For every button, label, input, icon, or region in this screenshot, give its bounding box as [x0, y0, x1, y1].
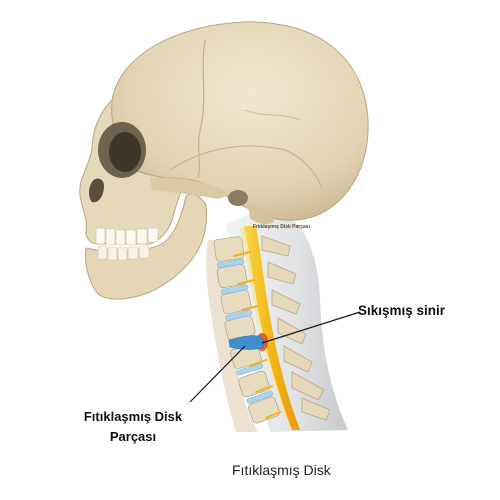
herniated-fragment-label: Fıtıklaşmış Disk Parçası — [58, 407, 208, 447]
skull-mandible — [85, 193, 208, 300]
zygomatic-arch — [150, 177, 227, 199]
spinal-cord — [244, 226, 300, 430]
vertebra-c2 — [213, 236, 245, 262]
figure-caption: Fıtıklaşmış Disk — [232, 462, 331, 478]
coronal-suture — [197, 39, 206, 179]
neck-front-tissue — [206, 240, 258, 432]
spinous-processes — [261, 235, 331, 421]
nasal-cavity — [89, 178, 104, 203]
ear-canal — [228, 190, 248, 206]
herniated-fragment-label-line1: Fıtıklaşmış Disk — [83, 409, 183, 424]
leader-line-nerve — [261, 311, 361, 344]
mastoid — [248, 205, 274, 225]
inset-label: Fıtıklaşmış Disk Parçası — [253, 224, 310, 230]
leader-line-fragment — [189, 345, 246, 403]
compressed-nerve-label: Sıkışmış sinir — [358, 303, 446, 318]
nerve-roots — [233, 251, 281, 419]
lower-teeth — [97, 245, 150, 261]
upper-teeth — [95, 227, 159, 246]
intervertebral-discs — [216, 258, 273, 404]
herniated-fragment-label-line2: Parçası — [109, 429, 157, 444]
squamous-suture — [169, 145, 323, 189]
